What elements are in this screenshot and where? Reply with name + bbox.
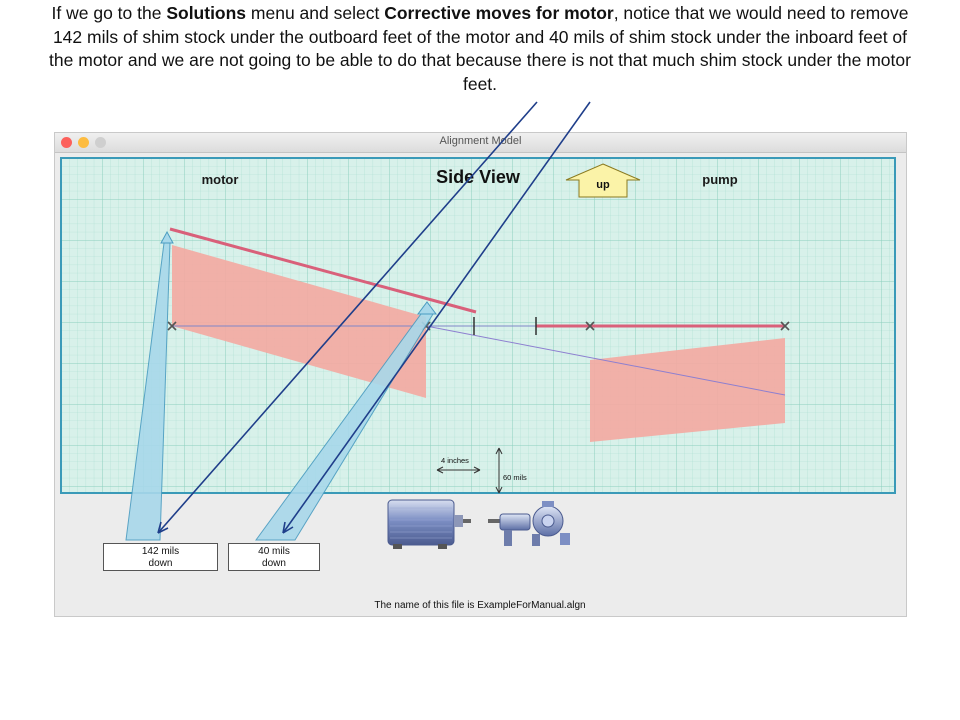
pump-outboard-foot-marker xyxy=(780,321,790,331)
pump-image xyxy=(488,501,570,546)
window-titlebar: Alignment Model xyxy=(55,133,906,153)
motor-offset-region xyxy=(172,245,426,398)
view-title: Side View xyxy=(436,167,521,187)
up-label: up xyxy=(596,179,610,191)
pump-inboard-foot-marker xyxy=(585,321,595,331)
motor-outboard-foot-marker xyxy=(167,321,177,331)
pump-offset-region xyxy=(590,338,785,442)
scale-vertical-label: 60 mils xyxy=(503,473,527,482)
annotation-pointers xyxy=(157,101,591,534)
motor-shaft-line xyxy=(169,227,477,314)
minimize-button[interactable] xyxy=(78,137,89,148)
instruction-caption: If we go to the Solutions menu and selec… xyxy=(49,3,911,94)
pump-extended-centerline xyxy=(425,325,786,396)
outboard-correction-arrow xyxy=(125,230,174,541)
zoom-button[interactable] xyxy=(95,137,106,148)
motor-image xyxy=(387,499,471,549)
inboard-correction-arrow xyxy=(255,301,437,541)
motor-label: motor xyxy=(202,172,239,187)
close-button[interactable] xyxy=(61,137,72,148)
outboard-direction: down xyxy=(148,558,173,569)
scale-horizontal-label: 4 inches xyxy=(441,456,469,465)
inboard-correction-label: 40 mils down xyxy=(228,543,320,571)
outboard-amount: 142 mils xyxy=(141,546,180,557)
inboard-amount: 40 mils xyxy=(258,546,290,557)
up-arrow-button[interactable]: up xyxy=(565,163,641,198)
scale-indicators: 4 inches 60 mils xyxy=(436,447,527,494)
file-name-status: The name of this file is ExampleForManua… xyxy=(374,600,586,611)
pump-label: pump xyxy=(702,172,737,187)
inboard-direction: down xyxy=(262,558,286,569)
grid-frame xyxy=(60,157,896,494)
outboard-correction-label: 142 mils down xyxy=(103,543,218,571)
